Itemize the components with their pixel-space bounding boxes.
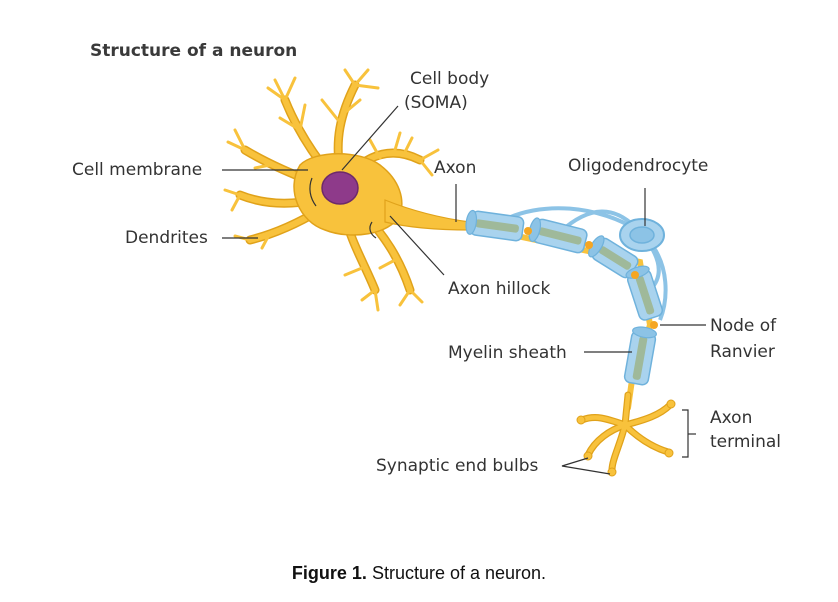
figure-caption: Figure 1. Structure of a neuron. xyxy=(0,563,838,584)
nodes-of-ranvier xyxy=(524,227,658,329)
label-axon-hillock: Axon hillock xyxy=(448,279,550,299)
myelin-segments xyxy=(465,209,664,386)
label-dendrites: Dendrites xyxy=(125,228,208,248)
label-axon-terminal-2: terminal xyxy=(710,432,781,452)
label-axon-terminal-1: Axon xyxy=(710,408,752,428)
oligodendrocyte xyxy=(619,218,665,252)
label-myelin-sheath: Myelin sheath xyxy=(448,343,567,363)
label-node-of-ranvier-1: Node of xyxy=(710,316,777,336)
leader-lines xyxy=(222,105,706,475)
label-axon: Axon xyxy=(434,158,476,178)
synaptic-end-bulb xyxy=(666,399,676,409)
nucleus xyxy=(321,171,359,205)
label-synaptic-end-bulbs: Synaptic end bulbs xyxy=(376,456,538,476)
label-cell-membrane: Cell membrane xyxy=(72,160,202,180)
caption-text: Structure of a neuron. xyxy=(371,563,547,583)
synaptic-end-bulb xyxy=(576,415,586,425)
figure-number: Figure 1. xyxy=(291,563,367,583)
axon-terminal xyxy=(576,391,676,477)
label-oligodendrocyte: Oligodendrocyte xyxy=(568,156,708,176)
axon-hillock xyxy=(384,199,471,231)
synaptic-end-bulb xyxy=(607,467,617,477)
cell-membrane-outline xyxy=(309,177,317,207)
diagram-title: Structure of a neuron xyxy=(90,41,297,61)
label-node-of-ranvier-2: Ranvier xyxy=(710,342,775,362)
label-soma: (SOMA) xyxy=(404,93,468,113)
synaptic-end-bulb xyxy=(664,448,674,458)
label-cell-body: Cell body xyxy=(410,69,489,89)
